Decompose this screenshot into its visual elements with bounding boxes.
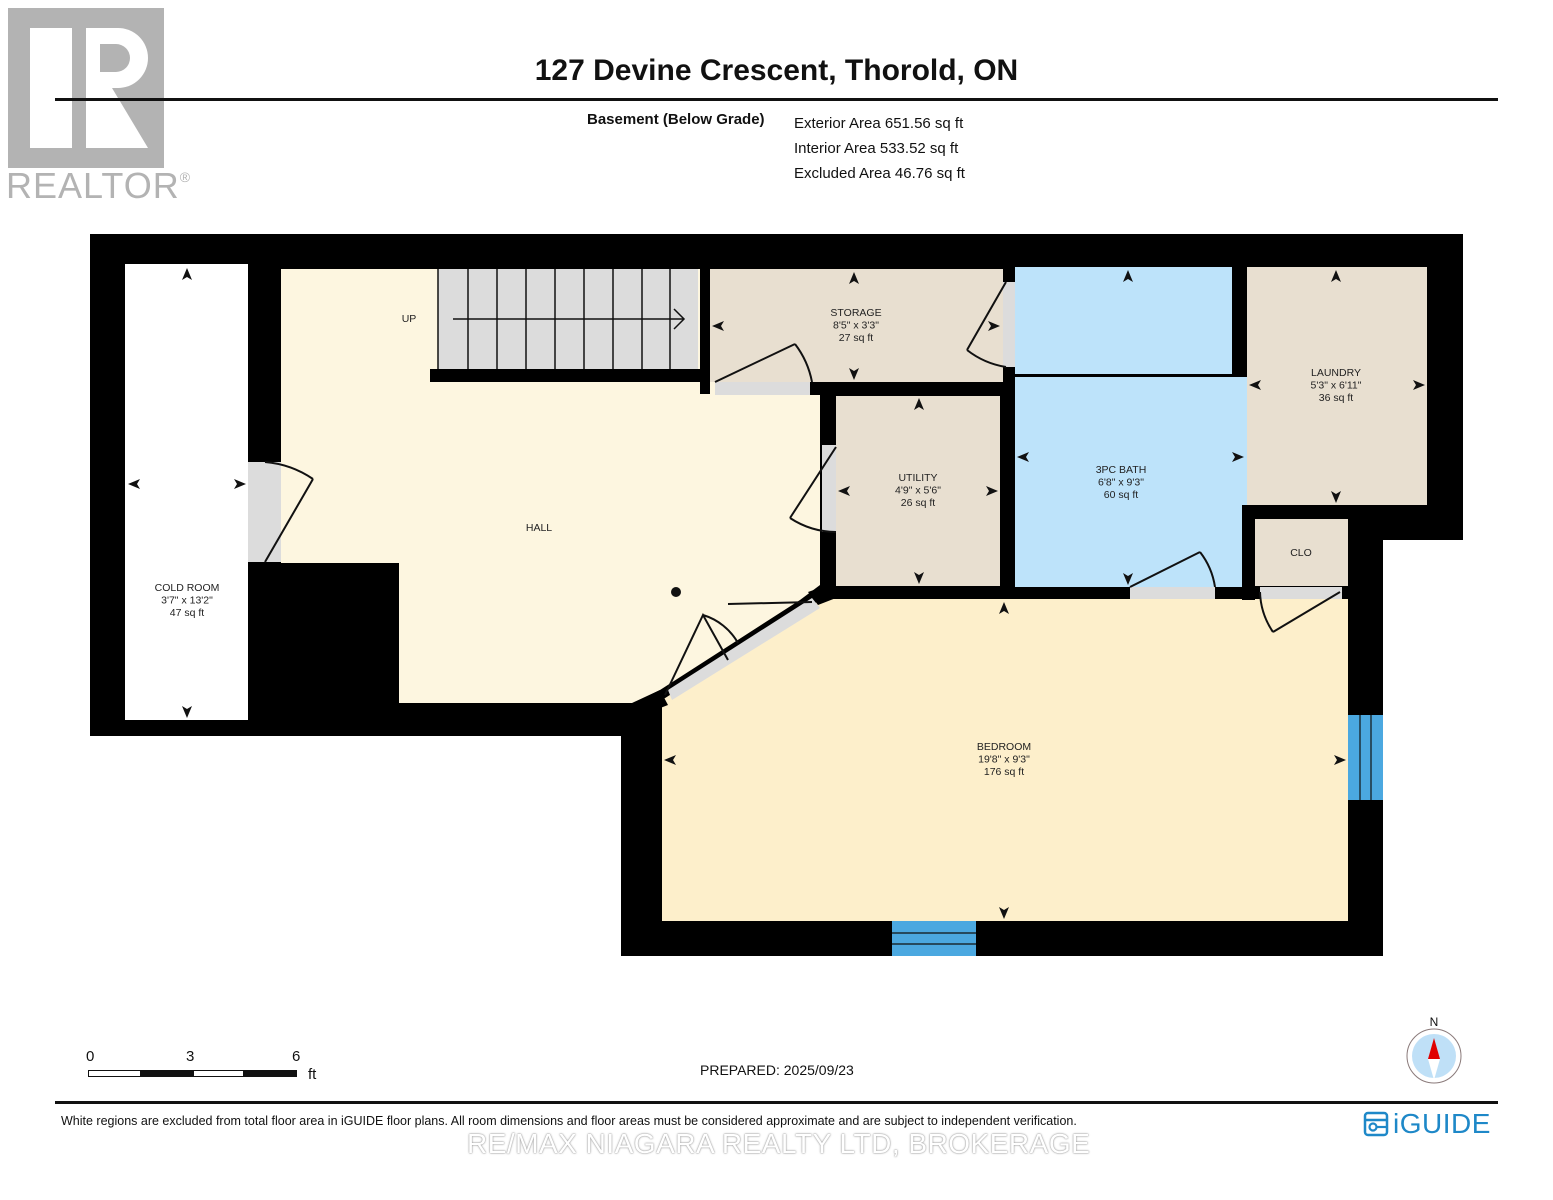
disclaimer: White regions are excluded from total fl… bbox=[61, 1114, 1077, 1128]
footer-divider bbox=[55, 1101, 1498, 1104]
room-name: LAUNDRY bbox=[1311, 367, 1361, 379]
room-closet[interactable] bbox=[1255, 519, 1348, 586]
scale-tick: 3 bbox=[186, 1048, 195, 1065]
svg-text:N: N bbox=[1430, 1015, 1439, 1029]
door-swings bbox=[264, 281, 1341, 696]
room-name: CLO bbox=[1290, 547, 1312, 559]
brokerage-watermark: RE/MAX NIAGARA REALTY LTD, BROKERAGE bbox=[467, 1128, 1091, 1159]
page-title: 127 Devine Crescent, Thorold, ON bbox=[534, 54, 1019, 87]
level-name: Basement (Below Grade) bbox=[587, 111, 765, 128]
realtor-logo-icon bbox=[8, 8, 164, 168]
scale-segment bbox=[193, 1070, 244, 1077]
room-cold-room[interactable] bbox=[125, 264, 248, 720]
scale-segment bbox=[140, 1070, 194, 1077]
room-name: COLD ROOM bbox=[155, 582, 220, 594]
header-divider bbox=[55, 98, 1498, 101]
realtor-wordmark: REALTOR® bbox=[6, 165, 192, 206]
exterior-area: Exterior Area 651.56 sq ft bbox=[794, 115, 964, 132]
area-summary: Exterior Area 651.56 sq ft Interior Area… bbox=[794, 111, 965, 186]
room-laundry[interactable] bbox=[1247, 267, 1427, 505]
room-name: BEDROOM bbox=[977, 741, 1031, 753]
stairs-label: UP bbox=[402, 313, 417, 325]
interior-area: Interior Area 533.52 sq ft bbox=[794, 140, 959, 157]
iguide-wordmark: iGUIDE bbox=[1393, 1108, 1491, 1139]
scale-segment bbox=[243, 1070, 297, 1077]
scale-tick: 0 bbox=[86, 1048, 95, 1065]
window-east bbox=[1348, 715, 1383, 800]
floor-drain-icon bbox=[671, 587, 681, 597]
room-3pc-bath-lower bbox=[1015, 377, 1247, 587]
iguide-camera-icon bbox=[1363, 1111, 1389, 1137]
scale-segment bbox=[88, 1070, 141, 1077]
stair-treads bbox=[437, 269, 686, 369]
room-name: HALL bbox=[526, 522, 552, 534]
prepared-date: PREPARED: 2025/09/23 bbox=[700, 1062, 854, 1078]
room-name: STORAGE bbox=[830, 307, 881, 319]
room-bedroom[interactable] bbox=[662, 599, 1348, 921]
door-openings bbox=[248, 282, 1342, 700]
room-name: UTILITY bbox=[898, 472, 937, 484]
room-name: 3PC BATH bbox=[1096, 464, 1147, 476]
scale-unit: ft bbox=[308, 1066, 317, 1083]
windows bbox=[892, 715, 1383, 956]
scale-bar: 0 3 6 ft bbox=[86, 1048, 326, 1088]
iguide-logo: iGUIDE bbox=[1363, 1108, 1491, 1140]
compass-icon: N bbox=[1406, 1015, 1462, 1084]
room-utility[interactable] bbox=[836, 396, 1000, 586]
scale-tick: 6 bbox=[292, 1048, 301, 1065]
window-south bbox=[892, 921, 976, 956]
room-storage[interactable] bbox=[710, 269, 1003, 382]
excluded-area: Excluded Area 46.76 sq ft bbox=[794, 165, 965, 182]
